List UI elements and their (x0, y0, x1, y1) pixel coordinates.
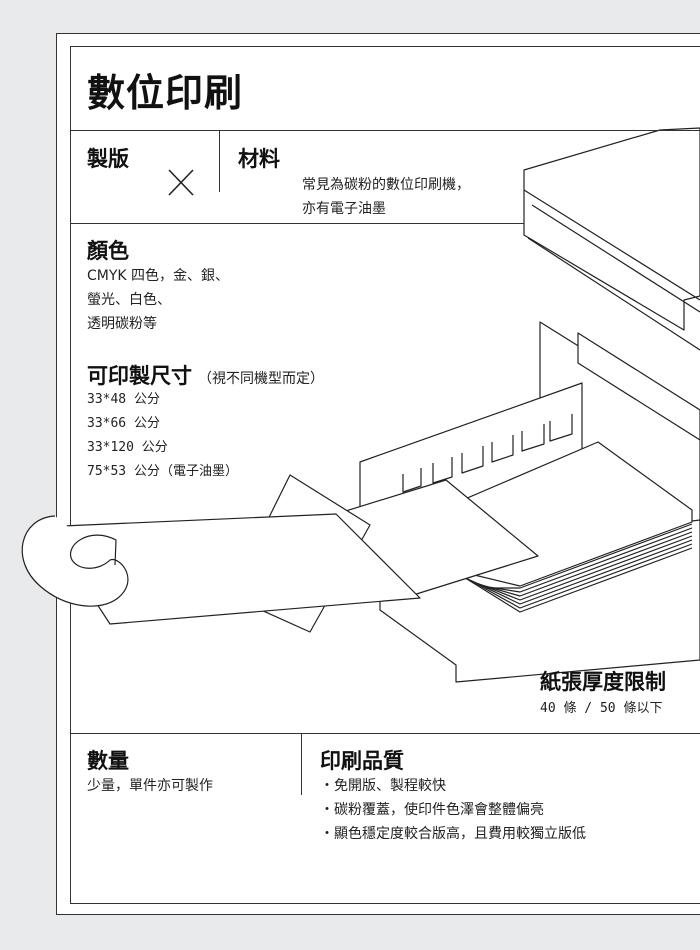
size-item: 33*120 公分 (87, 440, 168, 455)
material-line: 常見為碳粉的數位印刷機， (302, 177, 470, 193)
size-item: 33*66 公分 (87, 416, 160, 431)
material-heading: 材料 (238, 147, 280, 171)
page-title: 數位印刷 (87, 71, 244, 115)
divider-bottom (70, 733, 700, 734)
paper-heading: 紙張厚度限制 (540, 670, 666, 694)
material-line: 亦有電子油墨 (302, 201, 386, 217)
size-heading: 可印製尺寸 （視不同機型而定） (87, 360, 324, 390)
quality-item: ・免開版、製程較快 (320, 778, 446, 794)
quantity-heading: 數量 (87, 749, 129, 773)
color-line: CMYK 四色，金、銀、 (87, 268, 230, 284)
quantity-value: 少量，單件亦可製作 (87, 778, 213, 794)
divider-plate-material (219, 130, 220, 192)
divider-material (70, 223, 524, 224)
color-line: 透明碳粉等 (87, 316, 157, 332)
color-heading: 顏色 (87, 239, 129, 263)
size-note: （視不同機型而定） (198, 371, 324, 387)
quality-heading: 印刷品質 (320, 749, 404, 773)
inner-frame (70, 46, 700, 904)
divider-title (70, 130, 700, 131)
size-heading-label: 可印製尺寸 (87, 364, 192, 388)
printer-top-panel (523, 127, 700, 331)
plate-heading: 製版 (87, 147, 129, 171)
printer-edge-line (523, 189, 700, 301)
quality-item: ・碳粉覆蓋，使印件色澤會整體偏亮 (320, 802, 544, 818)
plate-cross-icon (168, 169, 194, 196)
quality-list: ・免開版、製程較快 ・碳粉覆蓋，使印件色澤會整體偏亮 ・顯色穩定度較合版高，且費… (320, 774, 586, 846)
material-text: 常見為碳粉的數位印刷機， 亦有電子油墨 (302, 173, 470, 221)
size-item: 75*53 公分（電子油墨） (87, 464, 238, 479)
paper-stack (461, 523, 693, 613)
color-text: CMYK 四色，金、銀、 螢光、白色、 透明碳粉等 (87, 264, 229, 336)
paper-value: 40 條 / 50 條以下 (540, 701, 663, 716)
divider-quantity-quality (301, 733, 302, 795)
size-list: 33*48 公分 33*66 公分 33*120 公分 75*53 公分（電子油… (87, 388, 238, 484)
paper-roll-curl (21, 515, 129, 607)
quality-item: ・顯色穩定度較合版高，且費用較獨立版低 (320, 826, 586, 842)
color-line: 螢光、白色、 (87, 292, 171, 308)
size-item: 33*48 公分 (87, 392, 160, 407)
